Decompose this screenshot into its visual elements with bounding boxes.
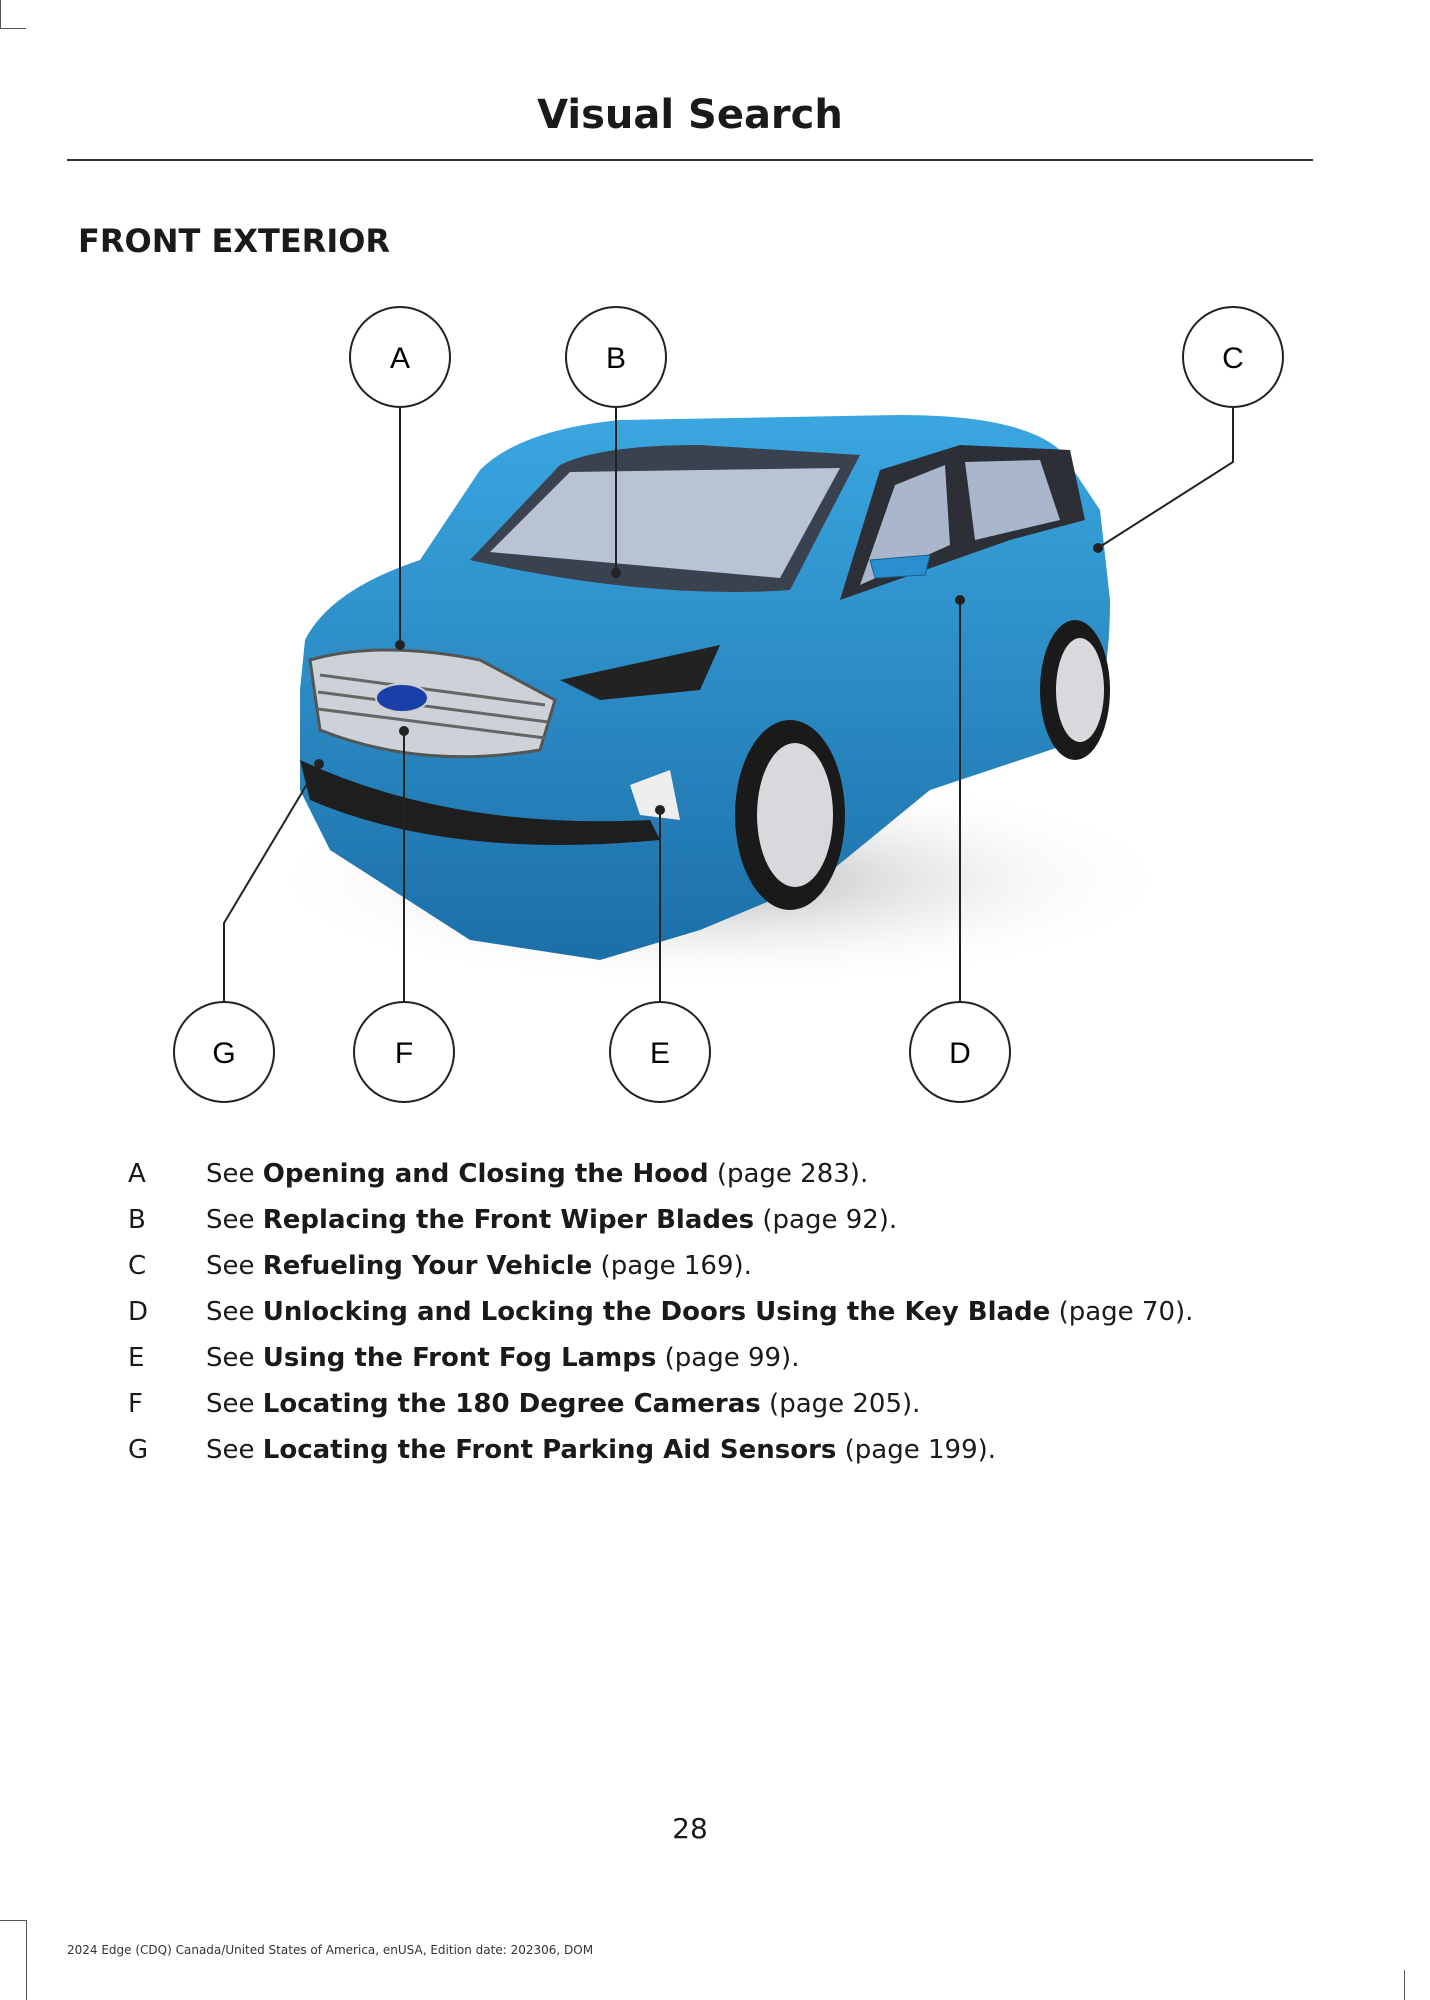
legend-key: E (128, 1343, 145, 1373)
crop-mark (0, 0, 1, 28)
legend-page-ref: (page 92). (754, 1205, 898, 1235)
legend-text: See Refueling Your Vehicle (page 169). (206, 1247, 752, 1285)
callout-c: C (1182, 306, 1284, 408)
svg-text:A: A (390, 342, 410, 375)
svg-text:B: B (606, 342, 626, 375)
crop-mark (0, 28, 26, 29)
legend-item: G See Locating the Front Parking Aid Sens… (0, 1431, 1430, 1477)
legend-text: See Using the Front Fog Lamps (page 99). (206, 1339, 799, 1377)
legend-key: D (128, 1297, 149, 1327)
legend-page-ref: (page 99). (656, 1343, 800, 1373)
svg-text:G: G (212, 1037, 235, 1070)
legend-item: D See Unlocking and Locking the Doors Usi… (0, 1293, 1430, 1339)
legend-item: A See Opening and Closing the Hood (page … (0, 1155, 1430, 1201)
page-number: 28 (672, 1812, 708, 1845)
legend-link[interactable]: Replacing the Front Wiper Blades (262, 1205, 755, 1235)
crop-mark (0, 1920, 26, 1921)
svg-text:F: F (395, 1037, 413, 1070)
callout-d: D (909, 1001, 1011, 1103)
vehicle-illustration: A B C D E F G (173, 306, 1284, 1103)
callout-g: G (173, 1001, 275, 1103)
legend-page-ref: (page 169). (592, 1251, 752, 1281)
legend-key: F (128, 1389, 143, 1419)
legend-page-ref: (page 283). (708, 1159, 869, 1189)
leader-lines (223, 408, 1234, 1001)
page-title: Visual Search (537, 92, 843, 138)
legend-page-ref: (page 199). (836, 1435, 997, 1465)
legend-prefix: See (206, 1389, 263, 1419)
legend-page-ref: (page 205). (760, 1389, 921, 1419)
legend-text: See Unlocking and Locking the Doors Usin… (206, 1293, 1193, 1331)
legend-text: See Locating the Front Parking Aid Senso… (206, 1431, 996, 1469)
callout-f: F (353, 1001, 455, 1103)
legend-link[interactable]: Refueling Your Vehicle (262, 1251, 593, 1281)
legend-link[interactable]: Locating the 180 Degree Cameras (262, 1389, 761, 1419)
legend-item: E See Using the Front Fog Lamps (page 99)… (0, 1339, 1430, 1385)
legend-link[interactable]: Opening and Closing the Hood (262, 1159, 709, 1189)
svg-text:D: D (949, 1037, 971, 1070)
callout-a: A (349, 306, 451, 408)
legend-prefix: See (206, 1251, 263, 1281)
legend-key: G (128, 1435, 149, 1465)
callout-legend: A See Opening and Closing the Hood (page … (0, 1155, 1430, 1477)
car-body (300, 415, 1110, 960)
legend-item: C See Refueling Your Vehicle (page 169). (0, 1247, 1430, 1293)
legend-prefix: See (206, 1297, 263, 1327)
crop-mark (1404, 1970, 1405, 2000)
legend-prefix: See (206, 1159, 263, 1189)
callout-e: E (609, 1001, 711, 1103)
svg-text:C: C (1222, 342, 1244, 375)
legend-link[interactable]: Using the Front Fog Lamps (262, 1343, 657, 1373)
section-heading: FRONT EXTERIOR (78, 222, 391, 260)
legend-prefix: See (206, 1435, 263, 1465)
legend-prefix: See (206, 1343, 263, 1373)
legend-text: See Locating the 180 Degree Cameras (pag… (206, 1385, 920, 1423)
legend-link[interactable]: Unlocking and Locking the Doors Using th… (262, 1297, 1051, 1327)
legend-item: B See Replacing the Front Wiper Blades (p… (0, 1201, 1430, 1247)
legend-key: A (128, 1159, 146, 1189)
svg-text:E: E (650, 1037, 670, 1070)
edition-footer: 2024 Edge (CDQ) Canada/United States of … (67, 1943, 594, 1957)
legend-prefix: See (206, 1205, 263, 1235)
legend-key: C (128, 1251, 147, 1281)
legend-item: F See Locating the 180 Degree Cameras (pa… (0, 1385, 1430, 1431)
legend-link[interactable]: Locating the Front Parking Aid Sensors (262, 1435, 837, 1465)
legend-text: See Replacing the Front Wiper Blades (pa… (206, 1201, 897, 1239)
header-divider (67, 159, 1313, 161)
callout-b: B (565, 306, 667, 408)
legend-page-ref: (page 70). (1050, 1297, 1194, 1327)
legend-text: See Opening and Closing the Hood (page 2… (206, 1155, 868, 1193)
legend-key: B (128, 1205, 146, 1235)
crop-mark (26, 1920, 27, 2000)
